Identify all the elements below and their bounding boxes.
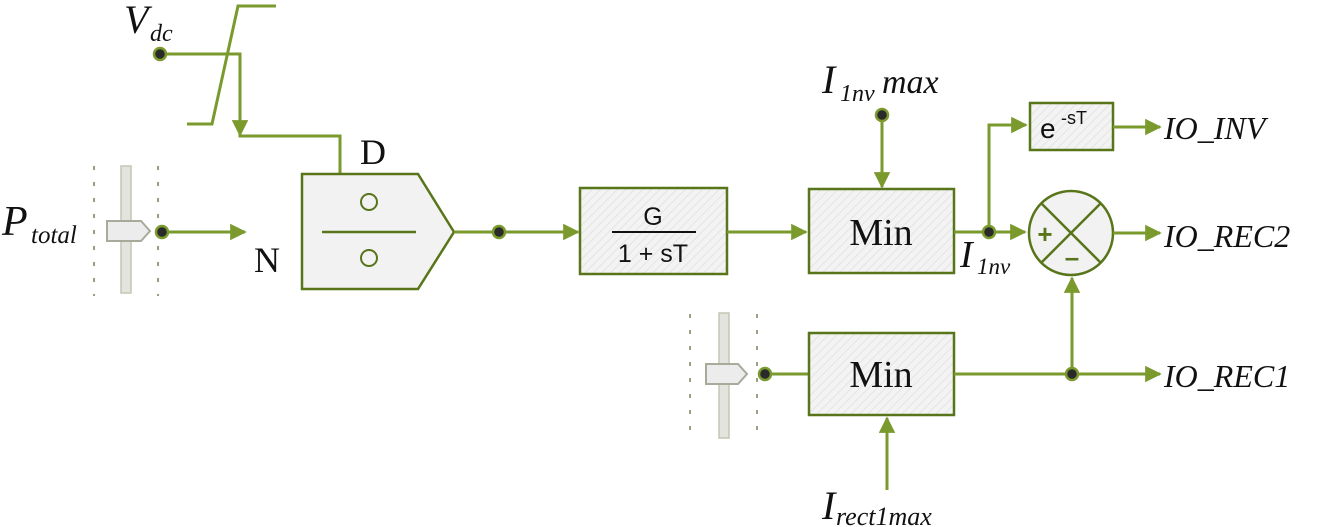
- min-bottom-box: [807, 331, 956, 417]
- i1nvmax-label: I: [821, 57, 837, 102]
- min-bottom-label: Min: [849, 354, 912, 396]
- summing-junction[interactable]: + –: [1027, 189, 1115, 277]
- min-block-bottom[interactable]: Min: [807, 331, 956, 417]
- rec1-branch-node[interactable]: [1064, 366, 1080, 382]
- vdc-node[interactable]: [152, 46, 168, 62]
- io-rec1-label: IO_REC1: [1163, 358, 1290, 394]
- io-rec2-label: IO_REC2: [1163, 218, 1290, 254]
- lower-slider[interactable]: [689, 312, 758, 440]
- divider-n-label: N: [254, 240, 280, 280]
- slider-handle[interactable]: [106, 220, 152, 242]
- divide-top-dot: [360, 193, 378, 211]
- lower-slider-node[interactable]: [757, 366, 773, 382]
- transfer-numerator: G: [643, 203, 662, 231]
- transfer-function-block[interactable]: G 1 + sT: [578, 186, 729, 276]
- divider-d-label: D: [360, 132, 386, 172]
- ptotal-label: P: [1, 199, 28, 245]
- divider-block[interactable]: [300, 172, 456, 291]
- i1nvmax-suffix: max: [882, 64, 939, 101]
- i1nv-node[interactable]: [981, 224, 997, 240]
- vdc-label-subscript: dc: [150, 21, 173, 47]
- delay-block[interactable]: e -sT: [1028, 101, 1115, 152]
- hysteresis-curve: [187, 4, 276, 126]
- delay-box: [1028, 101, 1115, 152]
- transfer-denominator: 1 + sT: [618, 240, 688, 268]
- irect1max-subscript: rect1max: [836, 502, 932, 527]
- i1nv-subscript: 1nv: [977, 254, 1011, 279]
- lower-slider-handle[interactable]: [705, 363, 749, 385]
- i1nv-label: I: [959, 234, 975, 276]
- vdc-label: V: [124, 0, 153, 42]
- ptotal-slider[interactable]: [93, 165, 159, 296]
- min-top-label: Min: [849, 212, 912, 254]
- divide-bottom-dot: [360, 249, 378, 267]
- i1nvmax-node[interactable]: [874, 107, 890, 123]
- ptotal-node[interactable]: [154, 224, 170, 240]
- min-block-top[interactable]: Min: [807, 187, 956, 275]
- summer-minus-sign: –: [1065, 242, 1079, 272]
- wire-i1nv-to-delay: [987, 116, 1028, 232]
- delay-exponent: -sT: [1061, 108, 1087, 128]
- delay-base: e: [1040, 113, 1056, 144]
- summer-cross-2: [1040, 202, 1102, 264]
- ptotal-label-subscript: total: [31, 222, 77, 249]
- divider-output-node[interactable]: [491, 224, 507, 240]
- wire-vdc-to-divider: [160, 52, 342, 174]
- min-top-box: [807, 187, 956, 275]
- vdc-input: V dc: [124, 0, 342, 174]
- i1nvmax-subscript: 1nv: [840, 81, 875, 107]
- irect1max-label: I: [821, 483, 837, 527]
- summer-plus-sign: +: [1037, 219, 1052, 249]
- io-inv-label: IO_INV: [1163, 110, 1269, 146]
